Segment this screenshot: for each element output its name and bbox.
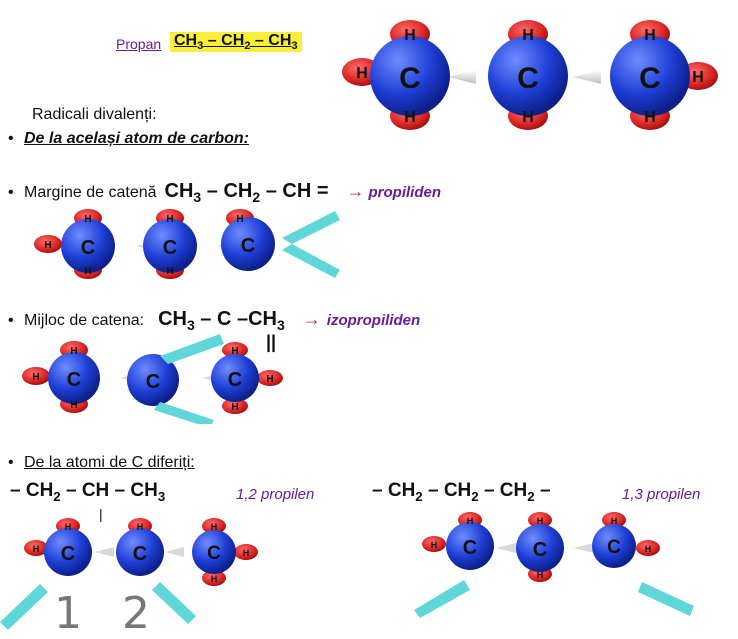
cyan-arrow-icon <box>282 211 340 244</box>
svg-text:H: H <box>65 522 72 532</box>
svg-text:C: C <box>607 537 621 558</box>
propan-formula: CH3 – CH2 – CH3 <box>170 32 302 53</box>
svg-text:H: H <box>166 214 173 225</box>
svg-text:C: C <box>228 369 242 391</box>
svg-text:H: H <box>137 522 144 532</box>
svg-text:C: C <box>639 62 661 95</box>
svg-text:H: H <box>32 372 39 383</box>
propane-model-large: C C C H H H H H H H H <box>342 20 718 130</box>
bond-arrow <box>573 70 601 84</box>
cyan-arrow-icon <box>414 580 470 618</box>
svg-text:C: C <box>241 235 255 257</box>
margine-name: propiliden <box>368 184 442 201</box>
svg-text:H: H <box>266 374 273 385</box>
svg-text:H: H <box>236 214 243 225</box>
svg-text:H: H <box>404 27 416 44</box>
carbon-atom <box>610 36 690 116</box>
svg-text:H: H <box>692 69 704 86</box>
svg-text:H: H <box>537 516 544 526</box>
svg-text:H: H <box>243 548 250 558</box>
svg-text:C: C <box>146 371 160 393</box>
svg-text:H: H <box>522 27 534 44</box>
cyan-arrow-icon <box>152 582 196 624</box>
same-atom-heading: De la același atom de carbon: <box>24 130 249 147</box>
svg-text:H: H <box>644 27 656 44</box>
svg-text:C: C <box>67 369 81 391</box>
double-bond-mark: || <box>266 332 277 352</box>
svg-text:C: C <box>517 62 539 95</box>
svg-text:H: H <box>644 109 656 126</box>
svg-text:H: H <box>84 266 91 277</box>
p12-name: 1,2 propilen <box>236 486 315 503</box>
svg-text:H: H <box>537 570 544 580</box>
svg-text:C: C <box>463 537 477 559</box>
svg-text:H: H <box>611 516 618 526</box>
carbon-number-2: 2 <box>122 588 150 639</box>
svg-text:H: H <box>431 540 438 550</box>
svg-text:C: C <box>533 539 547 561</box>
svg-text:H: H <box>33 544 40 554</box>
red-arrow-icon: → <box>302 309 321 329</box>
svg-text:H: H <box>211 574 218 584</box>
carbon-number-1: 1 <box>54 588 82 639</box>
svg-text:C: C <box>81 237 95 259</box>
cyan-arrow-icon <box>154 402 214 424</box>
svg-text:H: H <box>84 214 91 225</box>
cyan-arrow-icon <box>282 244 340 278</box>
svg-text:H: H <box>645 544 652 554</box>
propilen-12-model: C C C H H H H H H <box>0 518 258 630</box>
cyan-arrow-icon <box>0 584 48 630</box>
svg-text:C: C <box>133 543 147 565</box>
svg-text:C: C <box>399 62 421 95</box>
svg-text:H: H <box>211 522 218 532</box>
svg-text:H: H <box>166 266 173 277</box>
propan-label: Propan <box>116 36 162 52</box>
izopropiliden-model: C C C H H H H H H <box>22 334 283 424</box>
same-atom-bullet: • De la același atom de carbon: <box>8 130 249 147</box>
cyan-arrow-icon <box>638 582 694 616</box>
svg-text:C: C <box>163 237 177 259</box>
diferiti-bullet: • De la atomi de C diferiți: <box>8 454 195 471</box>
svg-text:H: H <box>356 65 368 82</box>
p13-name: 1,3 propilen <box>622 486 701 503</box>
svg-text:H: H <box>231 346 238 357</box>
p12-formula: – CH2 – CH – CH3 <box>10 480 166 504</box>
mijloc-formula: CH3 – C –CH3 <box>158 308 285 333</box>
svg-text:H: H <box>70 346 77 357</box>
diferiti-heading: De la atomi de C diferiți: <box>24 454 195 471</box>
radicali-heading: Radicali divalenți: <box>32 106 157 123</box>
margine-label: Margine de catenă <box>24 184 157 201</box>
cyan-arrow-icon <box>160 334 224 364</box>
mijloc-line: • Mijloc de catena: CH3 – C –CH3 → izopr… <box>8 308 421 333</box>
svg-text:H: H <box>522 109 534 126</box>
svg-text:C: C <box>61 543 75 565</box>
bond-arrow <box>448 70 476 84</box>
mijloc-name: izopropiliden <box>326 312 421 329</box>
p13-formula: – CH2 – CH2 – CH2 – <box>372 480 551 504</box>
red-arrow-icon: → <box>346 181 365 201</box>
svg-text:H: H <box>70 400 77 411</box>
svg-text:H: H <box>467 516 474 526</box>
margine-formula: CH3 – CH2 – CH = <box>164 180 329 205</box>
carbon-atom <box>488 36 568 116</box>
propiliden-model: C C C H H H H H H <box>34 209 340 279</box>
propilen-13-model: C C C H H H H H H <box>414 512 694 618</box>
svg-text:H: H <box>231 402 238 413</box>
svg-text:H: H <box>44 240 51 251</box>
mijloc-label: Mijloc de catena: <box>24 312 145 329</box>
carbon-atom <box>370 36 450 116</box>
svg-text:H: H <box>404 109 416 126</box>
margine-line: • Margine de catenă CH3 – CH2 – CH = → p… <box>8 180 441 205</box>
p12-bond-mark: | <box>99 506 103 522</box>
svg-text:C: C <box>207 543 221 564</box>
